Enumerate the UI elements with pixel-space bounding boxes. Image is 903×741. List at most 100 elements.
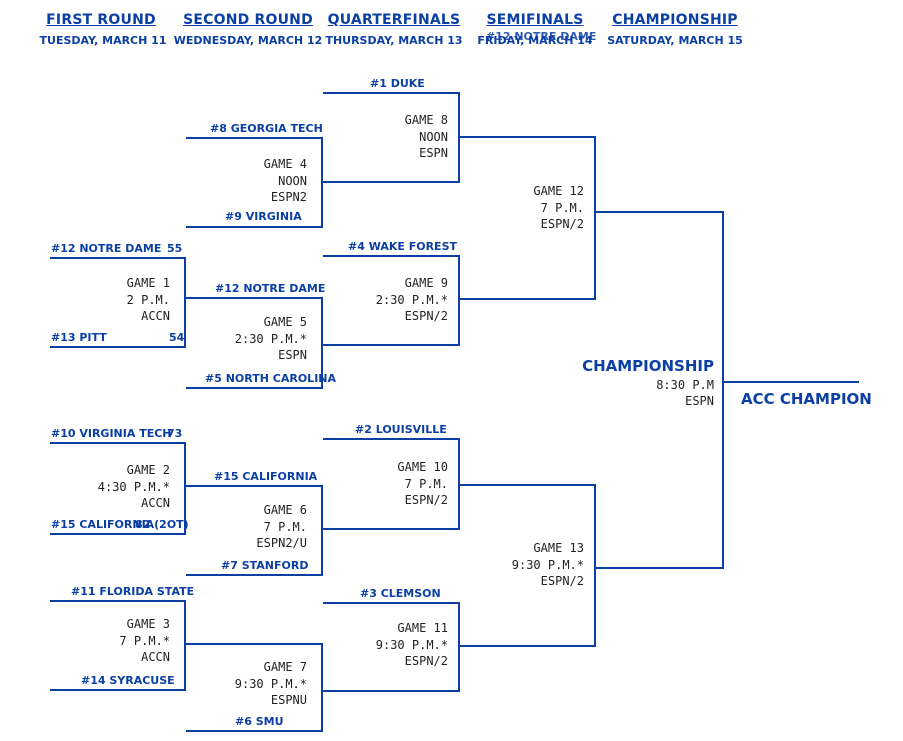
header-semifinals-date: FRIDAY, MARCH 14	[477, 34, 593, 47]
team-louisville: #2 LOUISVILLE	[355, 423, 447, 436]
game-4-info: GAME 4 NOON ESPN2	[264, 156, 307, 206]
game-8-time: NOON	[419, 129, 448, 144]
game-5-info: GAME 5 2:30 P.M.* ESPN	[235, 314, 307, 364]
championship-info: 8:30 P.M ESPN	[656, 377, 714, 409]
line-sf-g13-top	[460, 484, 596, 486]
championship-tv: ESPN	[685, 394, 714, 408]
game-2-tv: ACCN	[141, 496, 170, 510]
line-sf-g12-v	[594, 136, 596, 300]
line-r1-g3-top	[50, 600, 186, 602]
game-9-tv: ESPN/2	[404, 309, 448, 323]
team-north-carolina: #5 NORTH CAROLINA	[205, 372, 337, 385]
line-r1-g2-top	[50, 442, 186, 444]
line-sf-g12-top	[460, 136, 596, 138]
line-r1-g1-v	[184, 257, 186, 348]
game-10-info: GAME 10 7 P.M. ESPN/2	[397, 459, 448, 509]
score-notre-dame: 55	[167, 242, 183, 255]
game-4-name: GAME 4	[263, 157, 307, 171]
team-smu: #6 SMU	[235, 715, 284, 728]
team-florida-state: #11 FLORIDA STATE	[71, 585, 195, 598]
header-championship: CHAMPIONSHIP	[612, 12, 738, 28]
game-1-info: GAME 1 2 P.M. ACCN	[127, 275, 170, 325]
line-r1-g3-bot	[50, 689, 186, 691]
game-11-tv: ESPN/2	[404, 654, 448, 668]
game-2-info: GAME 2 4:30 P.M.* ACCN	[98, 462, 170, 512]
team-california-r2: #15 CALIFORNIA	[214, 470, 318, 483]
game-12-info: GAME 12 7 P.M. ESPN/2	[533, 183, 584, 233]
header-first-round-date: TUESDAY, MARCH 11	[39, 34, 167, 47]
line-r2-g7-v	[321, 643, 323, 732]
game-1-name: GAME 1	[126, 276, 170, 290]
header-first-round: FIRST ROUND	[46, 12, 156, 28]
game-8-tv: ESPN	[419, 146, 448, 160]
game-9-time: 2:30 P.M.*	[375, 292, 448, 307]
line-r2-g6-bot	[186, 574, 323, 576]
line-r2-g5-v	[321, 297, 323, 389]
game-6-name: GAME 6	[263, 503, 307, 517]
game-5-time: 2:30 P.M.*	[234, 331, 307, 346]
line-r1-g3-v	[184, 600, 186, 691]
game-10-name: GAME 10	[397, 460, 448, 474]
line-qf-g11-v	[458, 602, 460, 692]
game-11-info: GAME 11 9:30 P.M.* ESPN/2	[376, 620, 448, 670]
score-pitt: 54	[169, 331, 185, 344]
line-qf-g9-v	[458, 255, 460, 346]
score-virginia-tech: 73	[167, 427, 183, 440]
game-3-time: 7 P.M.*	[119, 633, 170, 648]
game-6-time: 7 P.M.	[263, 519, 307, 534]
game-13-name: GAME 13	[533, 541, 584, 555]
line-r2-g7-top	[186, 643, 323, 645]
game-8-info: GAME 8 NOON ESPN	[405, 112, 448, 162]
line-r2-g4-top	[186, 137, 323, 139]
line-qf-g8-v	[458, 92, 460, 183]
line-qf-g11-top	[323, 602, 460, 604]
game-12-name: GAME 12	[533, 184, 584, 198]
game-5-name: GAME 5	[263, 315, 307, 329]
line-sf-g12-bot	[460, 298, 596, 300]
overlay-team-label: #12 NOTRE DAME	[486, 30, 597, 43]
line-qf-g9-top	[323, 255, 460, 257]
game-6-info: GAME 6 7 P.M. ESPN2/U	[256, 502, 307, 552]
team-virginia: #9 VIRGINIA	[225, 210, 302, 223]
championship-time: 8:30 P.M	[656, 378, 714, 392]
game-13-time: 9:30 P.M.*	[511, 557, 584, 572]
team-wake-forest: #4 WAKE FOREST	[348, 240, 457, 253]
line-qf-g8-bot	[323, 181, 460, 183]
game-3-tv: ACCN	[141, 650, 170, 664]
team-duke: #1 DUKE	[370, 77, 425, 90]
game-8-name: GAME 8	[404, 113, 448, 127]
header-quarterfinals-date: THURSDAY, MARCH 13	[325, 34, 463, 47]
team-georgia-tech: #8 GEORGIA TECH	[210, 122, 323, 135]
game-2-name: GAME 2	[126, 463, 170, 477]
line-r2-g6-top	[186, 485, 323, 487]
game-7-time: 9:30 P.M.*	[234, 676, 307, 691]
line-r2-g4-v	[321, 137, 323, 228]
game-7-tv: ESPNU	[270, 693, 307, 707]
game-2-time: 4:30 P.M.*	[97, 479, 170, 494]
header-quarterfinals: QUARTERFINALS	[327, 12, 461, 28]
line-sf-g13-v	[594, 484, 596, 647]
team-stanford: #7 STANFORD	[221, 559, 309, 572]
game-13-tv: ESPN/2	[540, 574, 584, 588]
game-3-info: GAME 3 7 P.M.* ACCN	[119, 616, 170, 666]
game-4-tv: ESPN2	[270, 190, 307, 204]
game-13-info: GAME 13 9:30 P.M.* ESPN/2	[512, 540, 584, 590]
game-11-name: GAME 11	[397, 621, 448, 635]
game-3-name: GAME 3	[126, 617, 170, 631]
acc-champion-label: ACC CHAMPION	[741, 390, 872, 408]
team-pitt: #13 PITT	[51, 331, 107, 344]
team-virginia-tech: #10 VIRGINIA TECH	[51, 427, 172, 440]
header-semifinals: SEMIFINALS	[486, 12, 584, 28]
team-syracuse: #14 SYRACUSE	[81, 674, 175, 687]
line-qf-g9-bot	[323, 344, 460, 346]
line-qf-g10-bot	[323, 528, 460, 530]
score-california: 82 (2OT)	[135, 518, 189, 531]
line-r1-g1-bot	[50, 346, 186, 348]
line-r1-g1-top	[50, 257, 186, 259]
line-qf-g8-top	[323, 92, 460, 94]
line-r2-g5-top	[186, 297, 323, 299]
line-ch-v	[722, 211, 724, 569]
game-12-time: 7 P.M.	[540, 200, 584, 215]
line-qf-g11-bot	[323, 690, 460, 692]
header-second-round-date: WEDNESDAY, MARCH 12	[173, 34, 323, 47]
